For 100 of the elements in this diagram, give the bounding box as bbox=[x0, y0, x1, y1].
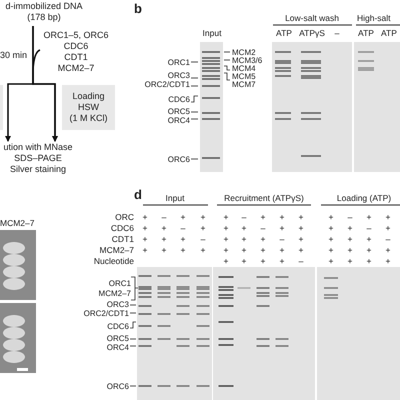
table-cell: + bbox=[348, 257, 352, 267]
table-cell: + bbox=[224, 235, 228, 245]
band-label: MCM2–7 bbox=[98, 288, 131, 298]
step-label: ution with MNase SDS–PAGE Silver staining bbox=[0, 142, 76, 178]
lane-label: – bbox=[334, 29, 340, 39]
table-cell: + bbox=[242, 224, 246, 234]
condition-box: Loading HSW (1 M KCl) bbox=[62, 85, 115, 130]
table-cell: + bbox=[200, 246, 206, 256]
table-cell: + bbox=[366, 257, 372, 267]
band-label: ORC4 bbox=[168, 116, 190, 124]
table-cell: + bbox=[260, 246, 266, 256]
table-cell: + bbox=[298, 213, 304, 223]
table-cell: + bbox=[162, 235, 166, 245]
band-label: ORC3 bbox=[106, 300, 129, 308]
band-label: CDC6 bbox=[107, 322, 129, 330]
table-cell: + bbox=[224, 257, 228, 267]
band-label: ORC5 bbox=[106, 334, 129, 342]
band-label: ORC1 bbox=[168, 58, 190, 66]
table-cell: + bbox=[200, 224, 206, 234]
panel-label: MCM2–7 bbox=[0, 219, 34, 229]
lane-label: ATP bbox=[358, 29, 374, 39]
step-label: d-immobilized DNA (178 bp) bbox=[0, 1, 88, 25]
table-cell: – bbox=[298, 257, 304, 267]
table-cell: + bbox=[386, 224, 390, 234]
table-cell: + bbox=[142, 246, 148, 256]
band-label: MCM3/6 bbox=[232, 56, 262, 64]
table-cell: + bbox=[162, 224, 166, 234]
table-cell: + bbox=[328, 224, 334, 234]
table-cell: – bbox=[180, 224, 186, 234]
table-cell: + bbox=[224, 213, 228, 223]
table-cell: + bbox=[348, 224, 352, 234]
table-cell: + bbox=[224, 246, 228, 256]
table-cell: – bbox=[348, 213, 352, 223]
table-cell: + bbox=[298, 235, 304, 245]
table-cell: + bbox=[280, 224, 284, 234]
row-label: CDC6 bbox=[110, 224, 134, 234]
edge-label: 30 min bbox=[0, 50, 28, 60]
table-cell: – bbox=[280, 235, 284, 245]
table-cell: + bbox=[328, 235, 334, 245]
band-label: CDC6 bbox=[168, 94, 190, 104]
column-header: Loading (ATP) bbox=[336, 194, 392, 204]
band-label: ORC3 bbox=[168, 70, 190, 80]
table-cell: + bbox=[280, 257, 284, 267]
band-label: ORC4 bbox=[106, 342, 129, 352]
table-cell: + bbox=[142, 213, 148, 223]
column-header: Input bbox=[202, 29, 222, 39]
row-label: ORC bbox=[115, 213, 134, 223]
table-cell: + bbox=[242, 257, 246, 267]
panel-letter: b bbox=[134, 2, 142, 16]
table-cell: + bbox=[260, 257, 266, 267]
table-cell: – bbox=[200, 235, 206, 245]
table-cell: + bbox=[298, 246, 304, 256]
band-label: ORC2/CDT1 bbox=[144, 80, 190, 88]
table-cell: + bbox=[180, 246, 186, 256]
table-cell: + bbox=[242, 246, 246, 256]
protein-list: ORC1–5, ORC6 CDC6 CDT1 MCM2–7 bbox=[40, 30, 112, 78]
band-label: ORC6 bbox=[106, 382, 129, 390]
table-cell: + bbox=[260, 235, 266, 245]
row-label: MCM2–7 bbox=[100, 246, 134, 256]
band-label: MCM7 bbox=[232, 80, 256, 88]
table-cell: + bbox=[162, 246, 166, 256]
band-label: ORC2/CDT1 bbox=[84, 308, 129, 318]
band-label: ORC1 bbox=[108, 278, 131, 288]
table-cell: + bbox=[142, 224, 148, 234]
table-cell: + bbox=[200, 213, 206, 223]
table-cell: + bbox=[328, 246, 334, 256]
band-label: ORC6 bbox=[168, 154, 190, 164]
column-header: High-salt bbox=[357, 14, 391, 24]
table-cell: + bbox=[298, 224, 304, 234]
panel-letter: d bbox=[134, 188, 142, 202]
row-label: CDT1 bbox=[112, 235, 134, 245]
table-cell: + bbox=[386, 257, 390, 267]
lane-label: ATPγS bbox=[299, 29, 325, 39]
table-cell: + bbox=[328, 257, 334, 267]
table-cell: – bbox=[366, 224, 372, 234]
table-cell: – bbox=[386, 235, 390, 245]
table-cell: + bbox=[142, 235, 148, 245]
lane-label: ATP bbox=[381, 29, 397, 39]
table-cell: – bbox=[162, 213, 166, 223]
table-cell: + bbox=[366, 235, 372, 245]
table-cell: + bbox=[224, 224, 228, 234]
table-cell: + bbox=[180, 235, 186, 245]
column-header: Low-salt wash bbox=[285, 14, 339, 24]
band-label: ORC5 bbox=[168, 106, 190, 116]
band-label: MCM4 bbox=[232, 64, 256, 72]
table-cell: + bbox=[366, 246, 372, 256]
lane-label: ATP bbox=[276, 29, 292, 39]
table-cell: + bbox=[260, 213, 266, 223]
table-cell: + bbox=[348, 235, 352, 245]
table-cell: + bbox=[242, 235, 246, 245]
arrow bbox=[32, 49, 58, 142]
column-header: Recruitment (ATPγS) bbox=[224, 194, 304, 204]
table-cell: + bbox=[280, 246, 284, 256]
table-cell: + bbox=[280, 213, 284, 223]
band-label: MCM2 bbox=[232, 48, 256, 56]
table-cell: + bbox=[386, 246, 390, 256]
table-cell: + bbox=[328, 213, 334, 223]
band-label: MCM5 bbox=[232, 72, 256, 80]
row-label: Nucleotide bbox=[94, 257, 134, 267]
table-cell: + bbox=[348, 246, 352, 256]
